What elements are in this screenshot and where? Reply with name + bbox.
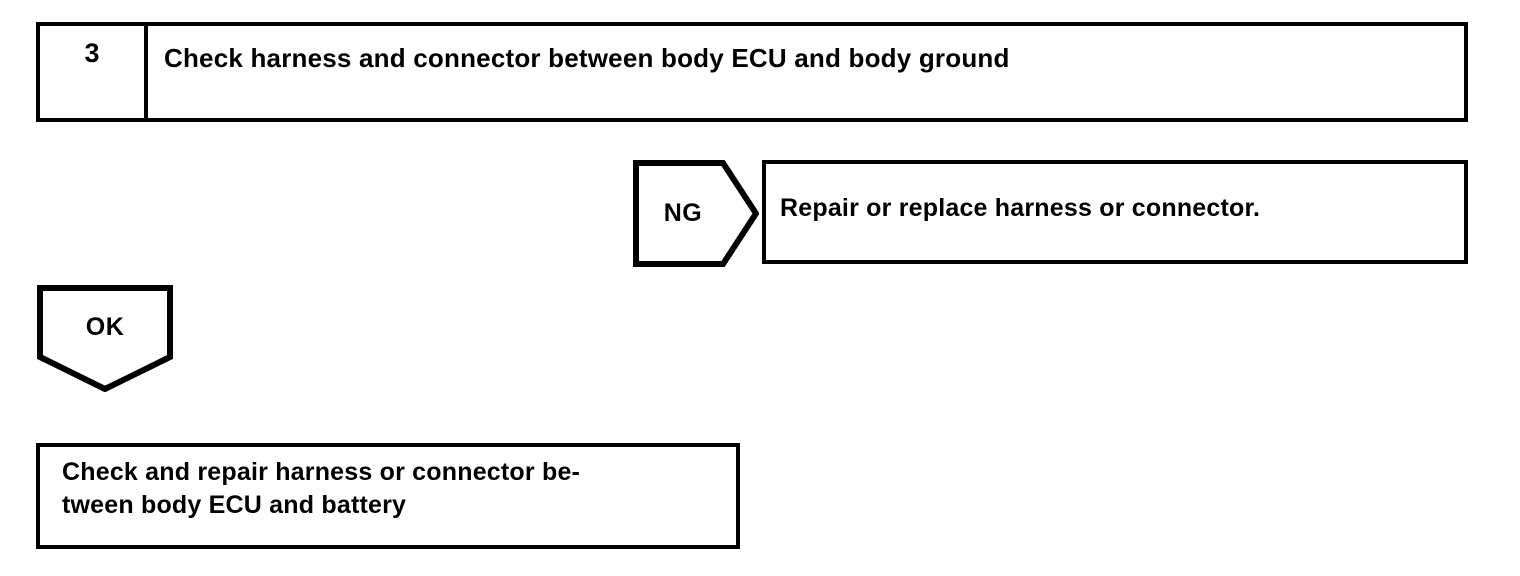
arrow-right-pentagon-icon xyxy=(633,160,759,267)
ng-action-box: Repair or replace harness or connector. xyxy=(762,160,1468,264)
result-box: Check and repair harness or connector be… xyxy=(36,443,740,549)
step-number: 3 xyxy=(84,38,100,68)
result-text: Check and repair harness or connector be… xyxy=(62,456,712,522)
step-number-cell: 3 xyxy=(40,26,148,118)
ng-action-text: Repair or replace harness or connector. xyxy=(780,194,1261,222)
step-header-box: 3 Check harness and connector between bo… xyxy=(36,22,1468,122)
ng-branch-arrow: NG xyxy=(633,160,759,267)
step-title: Check harness and connector between body… xyxy=(164,43,1010,73)
ok-branch-arrow: OK xyxy=(37,285,173,392)
result-text-line-1: Check and repair harness or connector be… xyxy=(62,458,581,486)
arrow-down-pentagon-icon xyxy=(37,285,173,392)
result-text-line-2: tween body ECU and battery xyxy=(62,491,407,519)
